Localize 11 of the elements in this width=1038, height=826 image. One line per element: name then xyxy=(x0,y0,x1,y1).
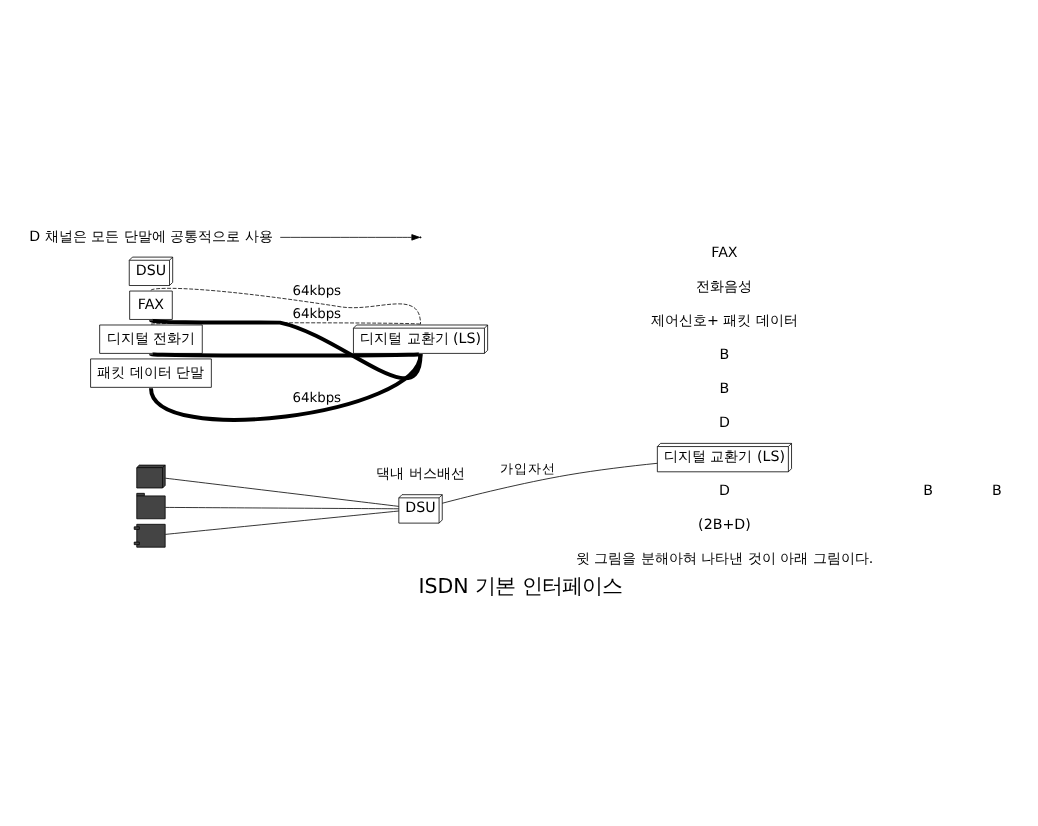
caption: ISDN 기본 인터페이스 xyxy=(417,575,621,600)
connector xyxy=(149,322,420,325)
connector xyxy=(148,353,422,422)
connector xyxy=(149,287,420,325)
connector xyxy=(164,510,399,535)
connector xyxy=(149,352,420,358)
connector xyxy=(149,318,422,380)
connector xyxy=(164,507,399,510)
arrow xyxy=(278,234,420,241)
connector xyxy=(440,462,657,504)
connector xyxy=(164,477,399,507)
